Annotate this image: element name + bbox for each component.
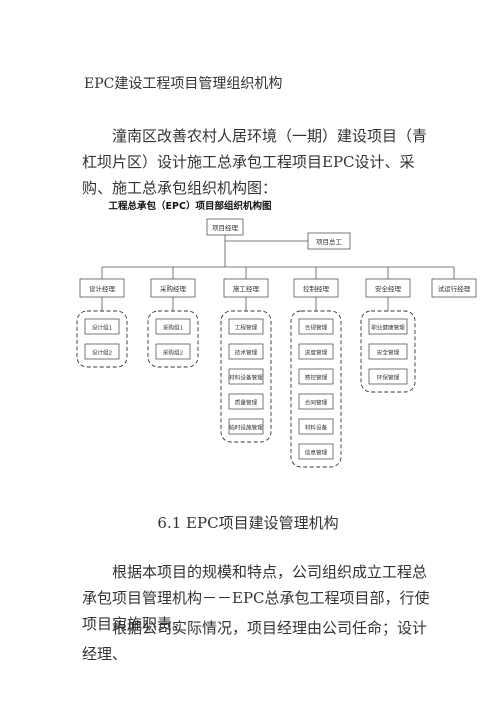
- dept-0-label: 设计经理: [89, 284, 116, 293]
- team-1-1-box: [155, 343, 191, 360]
- team-4-1-box: [368, 343, 408, 360]
- team-2-2-box: [228, 368, 264, 385]
- team-4-0-box: [368, 318, 408, 335]
- team-3-2-label: 费控管理: [305, 374, 328, 382]
- team-0-1-label: 设计组2: [92, 349, 112, 357]
- team-2-3-label: 质量管理: [235, 399, 258, 407]
- org-chart-title: 工程总承包（EPC）项目部组织机构图: [109, 200, 272, 212]
- team-4-2-box: [368, 368, 408, 385]
- team-4-1-label: 安全管理: [377, 349, 400, 357]
- dept-2-label: 施工经理: [233, 284, 260, 293]
- team-2-0-box: [228, 318, 264, 335]
- team-2-3-box: [228, 393, 264, 410]
- dept-1-label: 采购经理: [160, 284, 187, 293]
- team-1-1-label: 采购组2: [163, 349, 183, 357]
- team-2-1-box: [228, 343, 264, 360]
- org-chart: 工程总承包（EPC）项目部组织机构图 项目经理项目总工设计经理设计组1 设计组2 采…: [60, 195, 480, 495]
- team-3-4-box: [298, 418, 334, 435]
- team-3-5-label: 信息管理: [305, 449, 328, 457]
- team-2-0-label: 工程管理: [235, 324, 258, 332]
- dept-5-label: 试运行经理: [438, 284, 471, 293]
- team-4-2-label: 环保管理: [377, 374, 400, 382]
- team-0-0-box: [84, 318, 120, 335]
- team-1-0-label: 采购组1: [163, 324, 184, 332]
- body-paragraph-1: 根据本项目的规模和特点，公司组织成立工程总承包项目管理机构－－EPC总承包工程项…: [82, 563, 430, 633]
- team-2-4-label: 临时设施管理: [229, 424, 263, 432]
- team-2-1-label: 技术管理: [235, 349, 258, 357]
- team-3-0-box: [298, 318, 334, 335]
- dept-3-label: 控制经理: [303, 284, 330, 293]
- dept-4-label: 安全经理: [375, 284, 402, 293]
- team-2-2-label: 材料设备管理: [229, 374, 263, 382]
- section-title: 6.1 EPC项目建设管理机构: [157, 514, 339, 532]
- team-2-4-box: [228, 418, 264, 435]
- document-heading: EPC建设工程项目管理组织机构: [84, 76, 283, 92]
- team-3-4-label: 材料设备: [305, 424, 328, 432]
- project-manager-label: 项目经理: [212, 223, 239, 232]
- team-1-0-box: [155, 318, 191, 335]
- chief-engineer-box: [307, 232, 351, 250]
- team-0-1-box: [84, 343, 120, 360]
- team-3-2-box: [298, 368, 334, 385]
- intro-paragraph: 潼南区改善农村人居环境（一期）建设项目（青杠坝片区）设计施工总承包工程项目EPC…: [82, 127, 428, 197]
- dept-5-box: [431, 278, 477, 298]
- team-3-5-box: [298, 443, 334, 460]
- team-3-1-box: [298, 343, 334, 360]
- team-0-0-label: 设计组1: [92, 324, 113, 332]
- body-paragraph-2: 根据公司实际情况，项目经理由公司任命；设计经理、: [82, 619, 428, 663]
- team-3-0-label: 合规管理: [305, 324, 328, 332]
- chief-engineer-label: 项目总工: [316, 237, 343, 246]
- team-3-3-label: 合同管理: [305, 399, 328, 407]
- team-4-0-label: 职业健康管理: [371, 324, 405, 332]
- team-3-3-box: [298, 393, 334, 410]
- team-3-1-label: 进度管理: [305, 349, 328, 357]
